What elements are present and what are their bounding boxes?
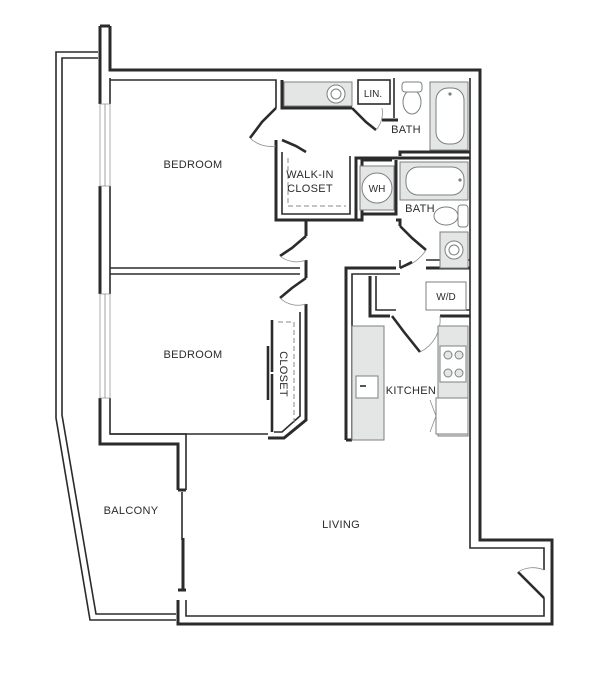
closet-label: CLOSET — [277, 351, 289, 397]
kitchen-sink-icon — [355, 375, 379, 399]
washer-dryer — [425, 281, 467, 311]
bath-1-fixtures — [283, 79, 469, 151]
linen-label: LIN. — [364, 89, 382, 100]
doors — [248, 107, 545, 599]
range-icon — [439, 345, 467, 383]
room-labels: BEDROOM BEDROOM WALK-IN CLOSET CLOSET LI… — [104, 89, 456, 531]
bath-1-label: BATH — [391, 124, 421, 136]
balcony-outline — [55, 51, 176, 621]
bedroom-2-label: BEDROOM — [164, 349, 223, 361]
refrigerator-icon — [435, 397, 469, 435]
living-label: LIVING — [322, 519, 360, 531]
water-heater — [359, 165, 395, 211]
interior-walls — [110, 78, 470, 442]
exterior-walls — [98, 24, 554, 626]
bedroom-1-label: BEDROOM — [164, 159, 223, 171]
bath-2-label: BATH — [405, 203, 435, 215]
balcony-label: BALCONY — [104, 505, 159, 517]
walk-in-closet-label-line1: WALK-IN — [286, 169, 334, 181]
walk-in-closet-label-line2: CLOSET — [287, 183, 333, 195]
closet-shelves — [278, 158, 346, 424]
washer-dryer-label: W/D — [436, 292, 455, 303]
kitchen-fixtures — [351, 325, 469, 441]
toilet-icon — [402, 89, 422, 115]
bath-2-fixtures — [399, 161, 469, 269]
windows — [99, 103, 111, 399]
toilet-icon — [433, 206, 459, 226]
water-heater-label: WH — [369, 184, 386, 195]
water-heater-icon — [361, 172, 393, 204]
kitchen-label: KITCHEN — [386, 385, 436, 397]
